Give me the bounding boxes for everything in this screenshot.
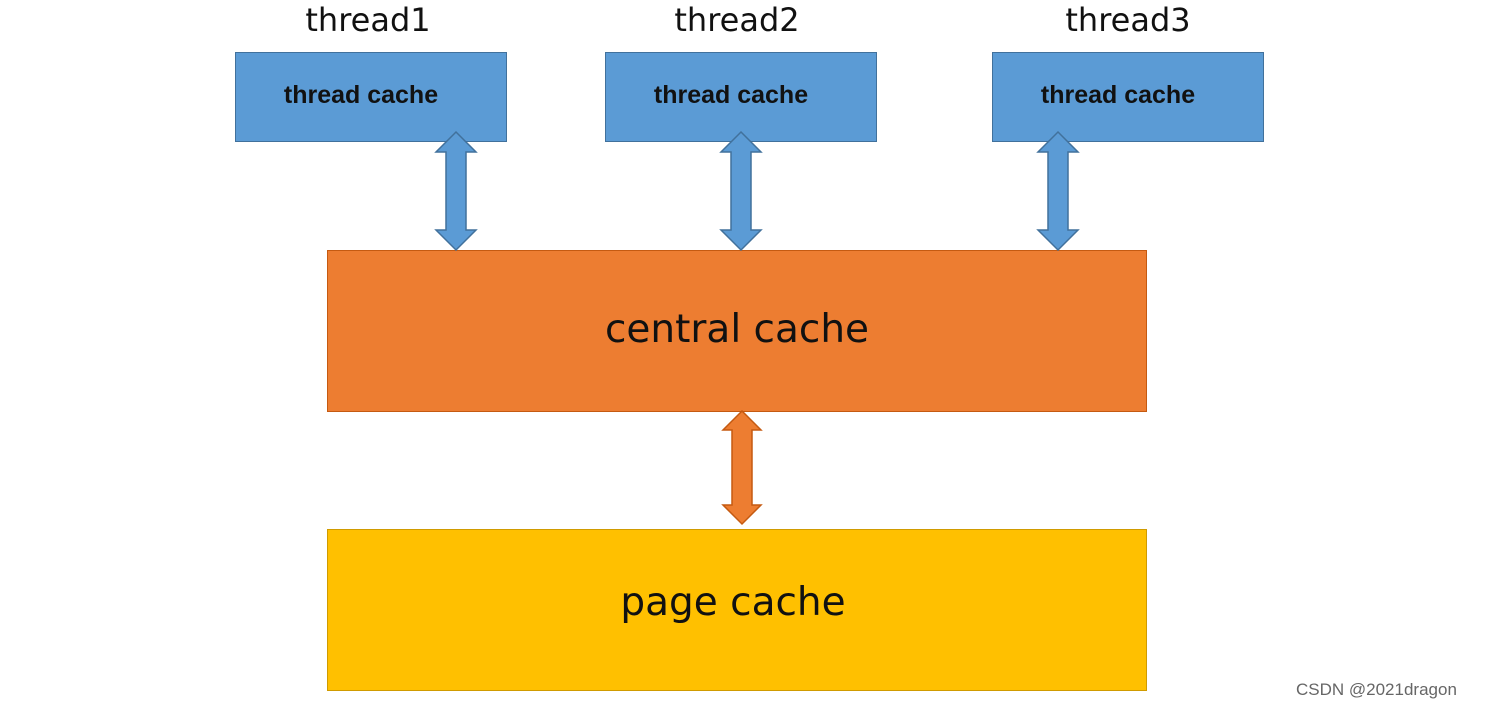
thread2-cache-label: thread cache — [653, 81, 809, 109]
thread1-title: thread1 — [305, 1, 431, 39]
page-cache-box: page cache — [327, 529, 1147, 691]
thread1-central-arrow — [434, 130, 478, 252]
thread1-cache-box: thread cache — [235, 52, 507, 142]
thread2-title: thread2 — [674, 1, 800, 39]
central-cache-label: central cache — [604, 307, 870, 352]
thread2-cache-box: thread cache — [605, 52, 877, 142]
central-cache-box: central cache — [327, 250, 1147, 412]
thread3-cache-label: thread cache — [1040, 81, 1196, 109]
central-page-arrow — [721, 409, 763, 526]
thread3-title: thread3 — [1065, 1, 1191, 39]
thread2-central-arrow — [719, 130, 763, 252]
thread3-central-arrow — [1036, 130, 1080, 252]
thread3-cache-box: thread cache — [992, 52, 1264, 142]
watermark: CSDN @2021dragon — [1296, 680, 1457, 699]
thread1-cache-label: thread cache — [283, 81, 439, 109]
page-cache-label: page cache — [620, 580, 846, 625]
